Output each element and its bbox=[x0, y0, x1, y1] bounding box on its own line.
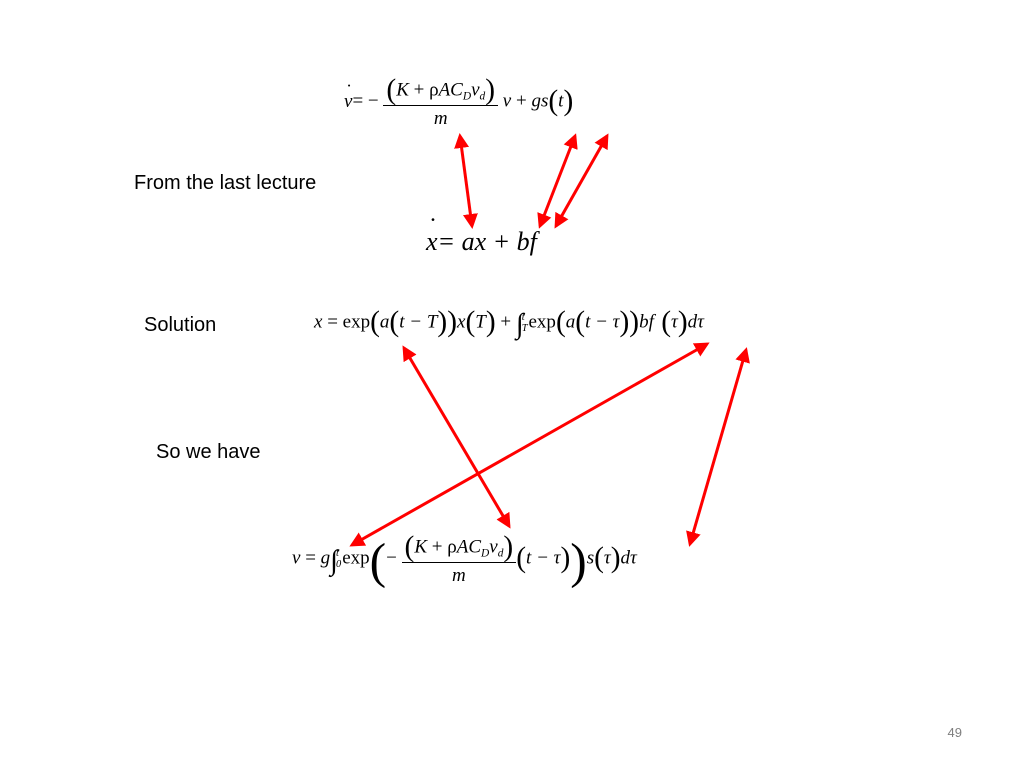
eq3-equals-exp: = exp bbox=[322, 311, 371, 333]
eq3-exp-close: ) bbox=[619, 306, 630, 338]
eq1-denominator: m bbox=[383, 106, 498, 128]
eq4-t: t bbox=[526, 547, 532, 569]
eq3-plus: + bbox=[495, 311, 516, 333]
eq4-s-tau: τ bbox=[603, 547, 611, 569]
eq1-num-d-sub: D bbox=[462, 90, 472, 103]
eq4-t-close: ) bbox=[560, 542, 571, 575]
eq3-xT-T: T bbox=[475, 311, 486, 333]
eq2-lhs: x bbox=[426, 227, 438, 256]
eq1-num-v: v bbox=[471, 79, 480, 101]
eq4-lower-limit: 0 bbox=[335, 559, 342, 571]
eq3-lower-limit: T bbox=[521, 323, 528, 335]
eq4-big-close: ) bbox=[570, 533, 587, 589]
eq4-den-m: m bbox=[452, 565, 466, 587]
eq4-minus: − bbox=[386, 547, 397, 569]
eq4-s-close: ) bbox=[610, 542, 621, 575]
eq4-num-open: ( bbox=[404, 531, 415, 563]
eq1-num-close-paren: ) bbox=[485, 74, 496, 106]
eq3-bf: bf bbox=[639, 311, 654, 333]
arrow-m-to-a bbox=[454, 133, 478, 229]
eq1-rhs-close: ) bbox=[563, 85, 574, 118]
eq3-exp: exp bbox=[528, 311, 556, 333]
eq3-exp-t: t bbox=[585, 311, 591, 333]
eq1-fraction: (K + ρACDvd) m bbox=[383, 74, 499, 128]
eq4-t-open: ( bbox=[516, 542, 527, 575]
eq3-f-open: ( bbox=[653, 306, 672, 338]
eq3-exp-a: a bbox=[565, 311, 576, 333]
label-from-last-lecture: From the last lecture bbox=[134, 172, 317, 194]
eq3-x: x bbox=[314, 311, 323, 333]
eq3-exp-close2: ) bbox=[629, 306, 640, 338]
eq4-upper-limit: t bbox=[335, 547, 339, 559]
eq4-num-v: v bbox=[489, 536, 498, 558]
eq3-exp-minus-tau: − τ bbox=[590, 311, 620, 333]
eq1-rhs-open: ( bbox=[548, 85, 559, 118]
eq1-lhs: v bbox=[344, 91, 352, 112]
eq1-num-ac: AC bbox=[438, 79, 463, 101]
eq3-exp-open2: ( bbox=[575, 306, 586, 338]
eq4-integral: ∫ bbox=[330, 545, 338, 577]
eq1-rhs-plus: + bbox=[511, 90, 532, 112]
eq3-integral: ∫ bbox=[515, 309, 524, 341]
eq4-exp: exp bbox=[342, 547, 370, 569]
eq3-dtau: dτ bbox=[687, 311, 704, 333]
eq1-rhs-t: t bbox=[558, 90, 564, 112]
eq3-minus-T: − T bbox=[404, 311, 438, 333]
eq1-num-d-sub2: d bbox=[479, 90, 486, 103]
eq4-minus-tau: − τ bbox=[531, 547, 561, 569]
eq4-num-close: ) bbox=[503, 531, 514, 563]
arrow-b-to-g bbox=[349, 342, 710, 547]
eq3-paren2: ( bbox=[389, 306, 400, 338]
eq3-upper-limit: t bbox=[521, 311, 525, 323]
eq3-xT-x: x bbox=[457, 311, 466, 333]
arrow-a-to-fraction bbox=[402, 345, 511, 529]
eq3-close2: ) bbox=[447, 306, 458, 338]
equation-state-ode: x= ax + bf bbox=[426, 229, 537, 255]
eq3-f-tau: τ bbox=[671, 311, 678, 333]
eq3-t: t bbox=[399, 311, 405, 333]
label-so-we-have: So we have bbox=[156, 441, 261, 463]
eq1-rhs-v: v bbox=[502, 90, 512, 112]
eq4-denominator: m bbox=[402, 563, 517, 585]
eq1-den-m: m bbox=[433, 108, 448, 130]
eq3-f-close: ) bbox=[677, 306, 688, 338]
eq3-a: a bbox=[379, 311, 390, 333]
eq1-num-open-paren: ( bbox=[386, 74, 397, 106]
eq4-g: g bbox=[320, 547, 331, 569]
arrow-gs-to-bf bbox=[554, 133, 609, 229]
eq1-num-rho: + ρ bbox=[408, 79, 439, 101]
eq4-dtau: dτ bbox=[620, 547, 637, 569]
eq4-s: s bbox=[586, 547, 595, 569]
eq3-exp-open: ( bbox=[555, 306, 566, 338]
eq4-num-d-sub: D bbox=[481, 547, 490, 560]
eq4-equals: = bbox=[300, 547, 321, 569]
eq1-rhs-gs: gs bbox=[531, 90, 549, 112]
eq3-close: ) bbox=[437, 306, 448, 338]
arrow-f-to-s bbox=[686, 347, 750, 547]
eq2-rhs: = ax + bf bbox=[437, 227, 537, 256]
equation-velocity-ode: v= − (K + ρACDvd) m v + gs(t) bbox=[344, 74, 574, 128]
eq4-s-open: ( bbox=[594, 542, 604, 575]
eq3-paren: ( bbox=[370, 306, 380, 338]
eq4-num-d-sub2: d bbox=[497, 547, 504, 560]
eq1-equals-minus: = − bbox=[352, 90, 379, 112]
eq4-v: v bbox=[292, 547, 301, 569]
arrow-v-to-bf bbox=[537, 133, 578, 229]
eq1-num-k: K bbox=[396, 79, 409, 101]
eq1-numerator: (K + ρACDvd) bbox=[383, 74, 499, 107]
eq3-xT-open: ( bbox=[465, 306, 476, 338]
eq4-big-open: ( bbox=[369, 533, 387, 589]
page-number: 49 bbox=[947, 725, 962, 740]
eq3-xT-close: ) bbox=[485, 306, 496, 338]
label-solution: Solution bbox=[144, 314, 217, 336]
